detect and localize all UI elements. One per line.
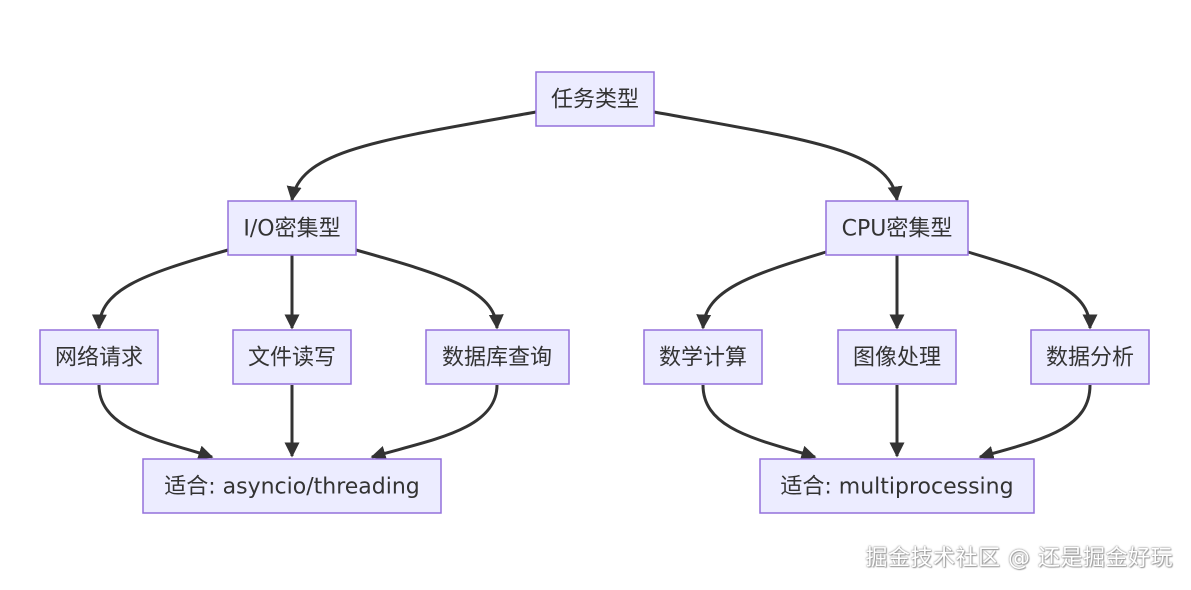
node-root-label: 任务类型 [551,88,639,113]
edges [91,110,1098,461]
watermark: 掘金技术社区 @ 还是掘金好玩 [865,546,1173,571]
node-io: I/O密集型 [227,200,357,256]
node-data-label: 数据分析 [1046,346,1134,371]
edge-data-cpufit [978,384,1092,461]
edge-net-iofit [97,384,214,460]
node-net: 网络请求 [39,329,159,385]
node-cpu-fit-label: 适合: multiprocessing [780,475,1013,500]
node-cpu: CPU密集型 [825,200,969,256]
node-cpu-fit: 适合: multiprocessing [759,458,1035,514]
node-img: 图像处理 [837,329,957,385]
node-img-label: 图像处理 [853,346,941,371]
node-io-label: I/O密集型 [243,217,340,242]
edge-io-net [91,248,229,330]
edge-db-iofit [370,384,499,461]
edge-cpu-data [967,250,1098,330]
edge-root-cpu [653,110,903,202]
node-root: 任务类型 [535,71,655,127]
node-io-fit-label: 适合: asyncio/threading [164,475,420,500]
edge-root-io [286,110,537,202]
node-db-label: 数据库查询 [442,346,552,371]
edge-math-cpufit [701,384,817,461]
node-file-label: 文件读写 [248,346,336,371]
node-net-label: 网络请求 [55,346,143,371]
node-io-fit: 适合: asyncio/threading [142,458,442,514]
node-db: 数据库查询 [425,329,570,385]
edge-cpu-math [696,250,827,330]
node-math-label: 数学计算 [659,346,747,371]
node-math: 数学计算 [643,329,763,385]
edge-io-db [355,248,504,330]
node-cpu-label: CPU密集型 [842,217,953,242]
node-file: 文件读写 [232,329,352,385]
node-data: 数据分析 [1030,329,1150,385]
